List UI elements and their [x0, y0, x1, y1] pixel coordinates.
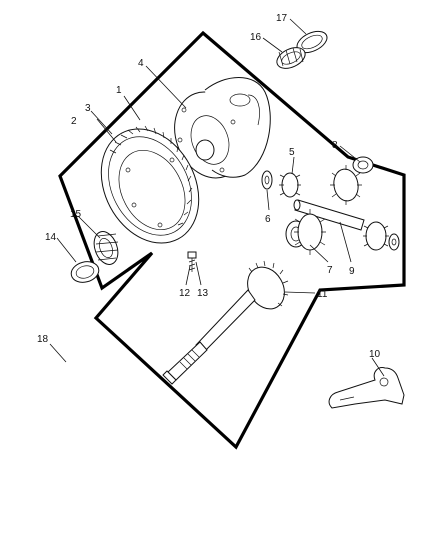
callout-15: 15: [70, 209, 82, 220]
callout-11: 11: [317, 289, 328, 300]
callout-12: 12: [179, 288, 191, 299]
callout-14: 14: [45, 232, 57, 243]
callout-16: 16: [250, 32, 262, 43]
part-washer-right: [388, 233, 400, 251]
callout-7: 7: [327, 265, 333, 276]
part-15-bearing: [93, 231, 119, 265]
part-6-thrust-washer: [261, 170, 273, 190]
callout-labels: 1 2 3 4 5 6 7 8 9 10 11 12 13 14 15 16 1…: [37, 13, 381, 360]
part-16-bearing: [276, 47, 306, 69]
part-8-pinion-gear-right: [363, 221, 389, 251]
callout-1: 1: [116, 85, 122, 96]
assembly-boundary-outline: [58, 30, 406, 450]
part-10-bracket: [328, 367, 405, 409]
part-5-side-gear: [279, 172, 301, 198]
leader-lines: [49, 18, 385, 377]
part-11-pinion-shaft: [162, 260, 289, 385]
part-17-seal-ring: [296, 30, 328, 54]
callout-8: 8: [332, 140, 338, 151]
callout-13: 13: [197, 288, 209, 299]
part-8-washer: [352, 156, 374, 174]
part-7-side-gear: [294, 209, 326, 255]
part-2-ring-gear: [100, 125, 200, 244]
part-9-cross-shaft: [293, 199, 365, 231]
part-12-bolt: [187, 251, 197, 272]
callout-2: 2: [71, 116, 77, 127]
callout-9: 9: [349, 266, 355, 277]
callout-18: 18: [37, 334, 49, 345]
callout-3: 3: [85, 103, 91, 114]
callout-17: 17: [276, 13, 288, 24]
callout-5: 5: [289, 147, 295, 158]
part-8-pinion-gear: [330, 165, 362, 205]
callout-10: 10: [369, 349, 381, 360]
callout-6: 6: [265, 214, 271, 225]
part-4-differential-case: [174, 77, 271, 179]
callout-4: 4: [138, 58, 144, 69]
part-14-bearing-race: [70, 261, 100, 283]
